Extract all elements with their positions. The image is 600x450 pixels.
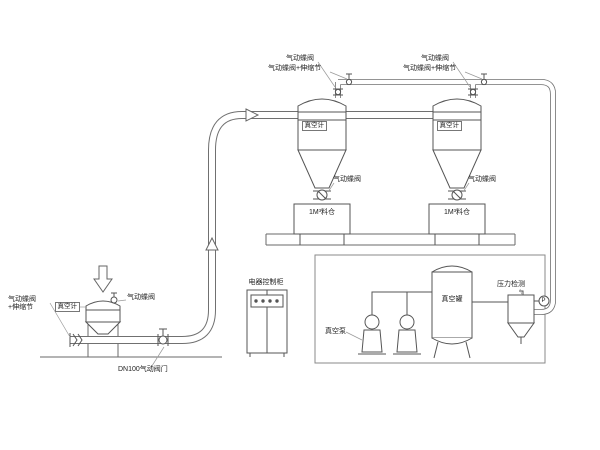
vacuum-pump-1 [358,314,386,355]
pump-body [361,329,383,353]
vacuum-receiver-2 [428,73,488,245]
control-cabinet [246,289,288,357]
label-dn100-valve: DN100气动阀门 [118,366,168,373]
receiver-lid [297,98,347,113]
feeder-cone [84,321,122,335]
bin-pedestal [299,234,345,245]
vacuum-pump-2 [393,314,421,355]
indicator-light [268,299,272,303]
leader-lines [49,61,523,370]
dn100-valve-symbol [158,335,168,345]
vent-valve-symbol [469,88,477,96]
pump-body [396,329,418,353]
label-vacuum-pump: 真空泵 [325,328,346,335]
label-receiver1-bin: 1M³料仓 [308,209,336,216]
label-receiver2-valve-top: 气动蝶阀 [421,55,449,62]
pump-motor [364,314,380,330]
label-receiver1-valve-top: 气动蝶阀 [286,55,314,62]
label-receiver1-discharge-valve: 气动蝶阀 [333,176,361,183]
filter-cone [507,322,535,338]
filter-body [507,294,535,324]
cabinet-indicator-panel [250,294,284,308]
label-receiver2-discharge-valve: 气动蝶阀 [468,176,496,183]
pump-motor [399,314,415,330]
receiver-lid [432,98,482,113]
feeder-unit [69,292,169,347]
manifold-pipe [371,291,508,316]
filter-separator [507,290,550,344]
feeder-top-valve [110,296,118,304]
label-vacuum-tank: 真空罐 [441,296,463,303]
flow-arrows [93,108,260,293]
vent-valve-symbol [334,88,342,96]
vent-combo-valve-symbol [345,78,353,86]
indicator-light [261,299,265,303]
flow-arrow-up [205,236,219,251]
pump-station [358,265,550,359]
tank-legs [433,341,471,359]
storage-bin [428,203,486,235]
expansion-joint [69,333,83,347]
receiver-body [297,111,347,151]
vent-combo-valve-symbol [480,78,488,86]
feeder-lid [85,300,121,311]
storage-bin [293,203,351,235]
receiver-cone [297,149,347,189]
label-control-cabinet: 电器控制柜 [248,279,284,286]
vacuum-tank [431,265,473,359]
label-receiver1-valve-combo: 气动蝶阀+伸缩节 [268,65,322,72]
receiver-cone [432,149,482,189]
label-receiver2-vacuum-gauge: 真空计 [437,121,462,131]
bin-pedestal [434,234,480,245]
label-feeder-butterfly-valve: 气动蝶阀 [127,294,155,301]
label-feeder-valve-combo: 气动蝶阀+伸缩节 [8,296,36,312]
receiver-body [432,111,482,151]
feeder-body [85,309,121,323]
indicator-light [275,299,279,303]
pressure-gauge [538,295,550,307]
label-feeder-vacuum-gauge: 真空计 [55,302,80,312]
label-receiver2-valve-combo: 气动蝶阀+伸缩节 [403,65,457,72]
infeed-arrow-down [93,265,113,293]
label-pressure-detection: 压力检测 [497,281,525,288]
label-pressure-gauge-symbol: P [541,297,546,304]
label-receiver2-bin: 1M³料仓 [443,209,471,216]
vacuum-receiver-1 [293,73,353,245]
label-receiver1-vacuum-gauge: 真空计 [302,121,327,131]
flow-arrow-right [245,108,260,122]
indicator-light [254,299,258,303]
